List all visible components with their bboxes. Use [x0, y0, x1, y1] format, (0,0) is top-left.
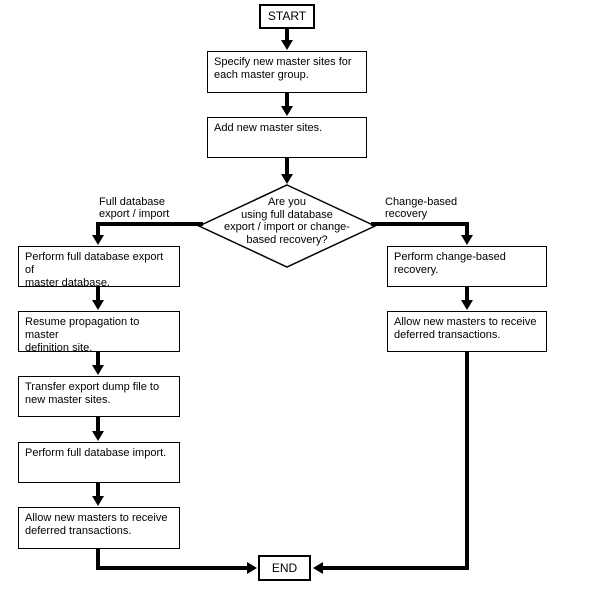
- step-transfer-dump: Transfer export dump file to new master …: [18, 376, 180, 417]
- step-resume-propagation: Resume propagation to master definition …: [18, 311, 180, 354]
- end-terminal: END: [258, 555, 311, 581]
- step-change-recovery: Perform change-based recovery.: [387, 246, 547, 287]
- arrowhead-resume-to-transfer: [92, 365, 104, 375]
- arrowhead-left-to-end: [247, 562, 257, 574]
- step-allow-deferred-left: Allow new masters to receive deferred tr…: [18, 507, 180, 549]
- step-allow-deferred-right: Allow new masters to receive deferred tr…: [387, 311, 547, 352]
- connector-branch-right: [371, 222, 469, 235]
- arrowhead-add-to-decision: [281, 174, 293, 184]
- connector-left-to-end: [96, 549, 248, 570]
- arrowhead-transfer-to-import: [92, 431, 104, 441]
- connector-right-to-end: [322, 352, 469, 570]
- arrowhead-import-to-allow: [92, 496, 104, 506]
- step-export-db: Perform full database export of master d…: [18, 246, 180, 289]
- decision-diamond: [197, 184, 377, 268]
- start-label: START: [267, 9, 307, 23]
- branch-label-right: Change-based recovery: [385, 196, 458, 220]
- arrowhead-specify-to-add: [281, 106, 293, 116]
- arrowhead-right-to-end: [313, 562, 323, 574]
- arrowhead-branch-right: [461, 235, 473, 245]
- arrowhead-branch-left: [92, 235, 104, 245]
- end-label: END: [271, 560, 298, 575]
- connector-branch-left: [96, 222, 203, 235]
- step-specify-sites: Specify new master sites for each master…: [207, 51, 367, 93]
- branch-label-left: Full database export / import: [99, 196, 170, 220]
- start-terminal: START: [259, 4, 315, 29]
- step-import-db: Perform full database import.: [18, 442, 180, 483]
- step-add-sites: Add new master sites.: [207, 117, 367, 158]
- arrowhead-export-to-resume: [92, 300, 104, 310]
- arrowhead-start-to-specify: [281, 40, 293, 50]
- arrowhead-recovery-to-allow: [461, 300, 473, 310]
- decision-text: Are you using full database export / imp…: [224, 196, 350, 246]
